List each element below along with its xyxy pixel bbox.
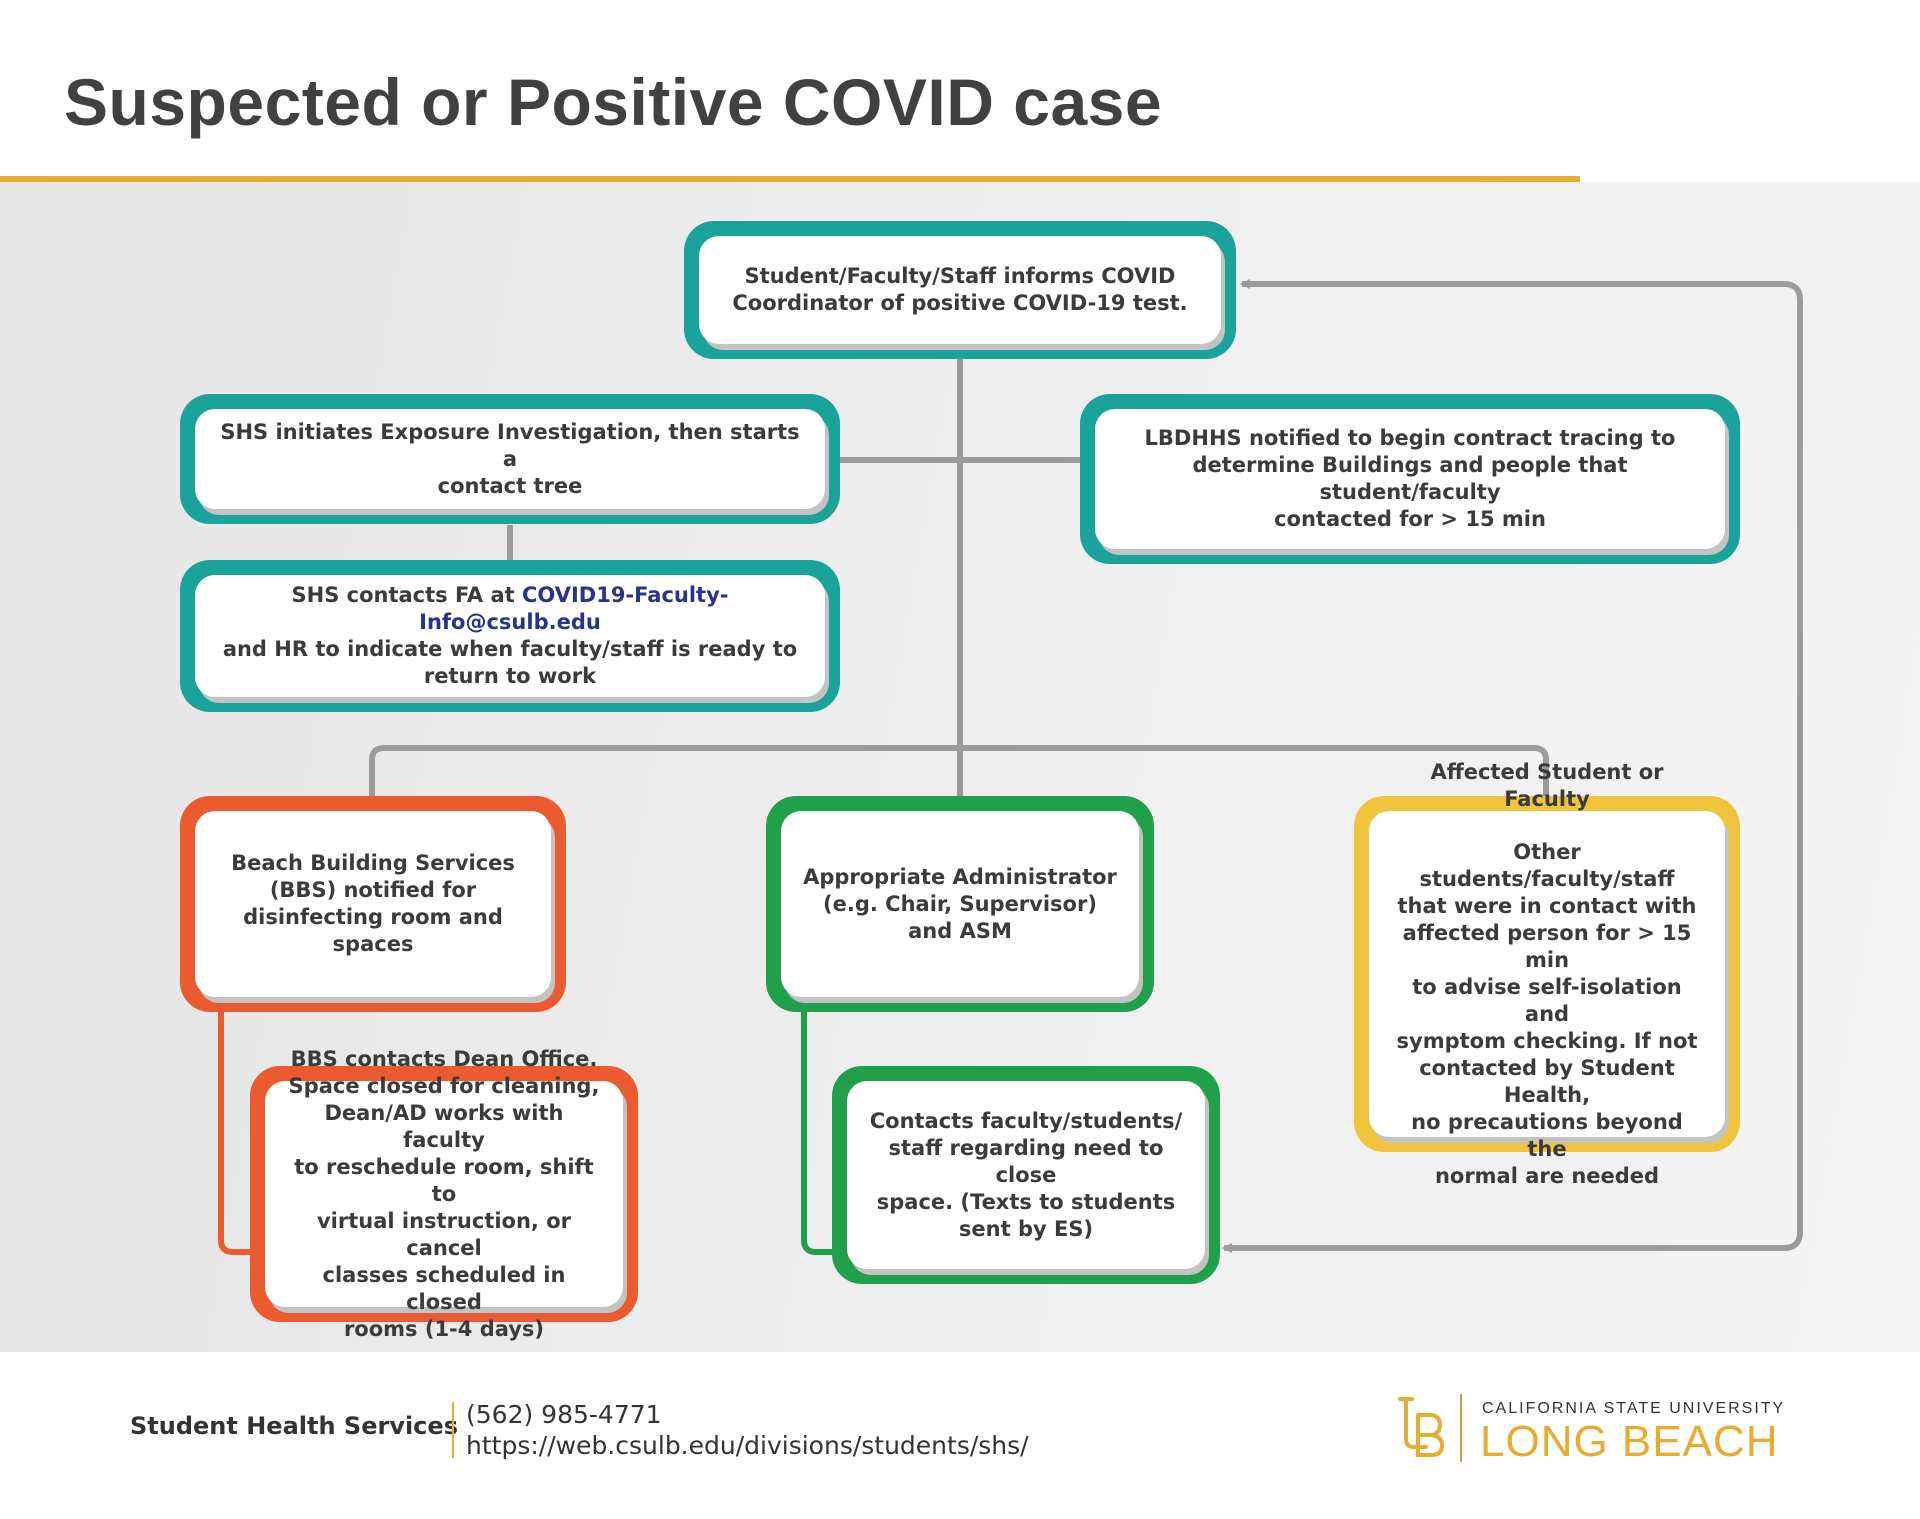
- page-title: Suspected or Positive COVID case: [64, 65, 1163, 139]
- node-bbs-notified: Beach Building Services (BBS) notified f…: [180, 796, 566, 1012]
- node-exposure-investigation-text: SHS initiates Exposure Investigation, th…: [195, 409, 825, 509]
- footer-url-link[interactable]: https://web.csulb.edu/divisions/students…: [466, 1431, 1029, 1460]
- node-affected-student-text: Affected Student or Faculty Other studen…: [1369, 760, 1725, 1188]
- shs-contacts-suffix: and HR to indicate when faculty/staff is…: [222, 637, 798, 688]
- footer-phone[interactable]: (562) 985-4771: [466, 1400, 662, 1429]
- title-underline: [0, 176, 1580, 182]
- node-shs-contacts-fa-text: SHS contacts FA at COVID19-Faculty-Info@…: [195, 575, 825, 697]
- node-affected-student: Affected Student or Faculty Other studen…: [1354, 760, 1740, 1188]
- shs-contacts-prefix: SHS contacts FA at: [291, 583, 523, 607]
- affected-heading: Affected Student or Faculty: [1430, 759, 1664, 811]
- footer-divider: [452, 1402, 454, 1458]
- node-bbs-contacts-dean-text: BBS contacts Dean Office. Space closed f…: [265, 1047, 623, 1341]
- node-lbdhhs-tracing-text: LBDHHS notified to begin contract tracin…: [1095, 409, 1725, 549]
- footer-department-name: Student Health Services: [130, 1412, 458, 1440]
- node-contacts-close-space: Contacts faculty/students/ staff regardi…: [832, 1066, 1220, 1284]
- node-exposure-investigation: SHS initiates Exposure Investigation, th…: [180, 394, 840, 524]
- node-lbdhhs-tracing: LBDHHS notified to begin contract tracin…: [1080, 394, 1740, 564]
- node-shs-contacts-fa: SHS contacts FA at COVID19-Faculty-Info@…: [180, 560, 840, 712]
- node-appropriate-administrator: Appropriate Administrator (e.g. Chair, S…: [766, 796, 1154, 1012]
- lb-logo-icon: [1398, 1397, 1445, 1457]
- node-bbs-notified-text: Beach Building Services (BBS) notified f…: [195, 811, 551, 997]
- logo-campus-line: LONG BEACH: [1480, 1417, 1779, 1466]
- logo-divider: [1460, 1394, 1462, 1462]
- node-informs-coordinator: Student/Faculty/Staff informs COVID Coor…: [684, 221, 1236, 359]
- node-contacts-close-space-text: Contacts faculty/students/ staff regardi…: [847, 1081, 1205, 1269]
- faculty-info-email-link[interactable]: COVID19-Faculty-Info@csulb.edu: [419, 583, 729, 634]
- logo-university-line: CALIFORNIA STATE UNIVERSITY: [1482, 1400, 1786, 1417]
- node-bbs-contacts-dean: BBS contacts Dean Office. Space closed f…: [250, 1047, 638, 1341]
- node-appropriate-administrator-text: Appropriate Administrator (e.g. Chair, S…: [781, 811, 1139, 997]
- affected-body: Other students/faculty/staff that were i…: [1396, 839, 1698, 1188]
- node-informs-coordinator-text: Student/Faculty/Staff informs COVID Coor…: [699, 236, 1221, 344]
